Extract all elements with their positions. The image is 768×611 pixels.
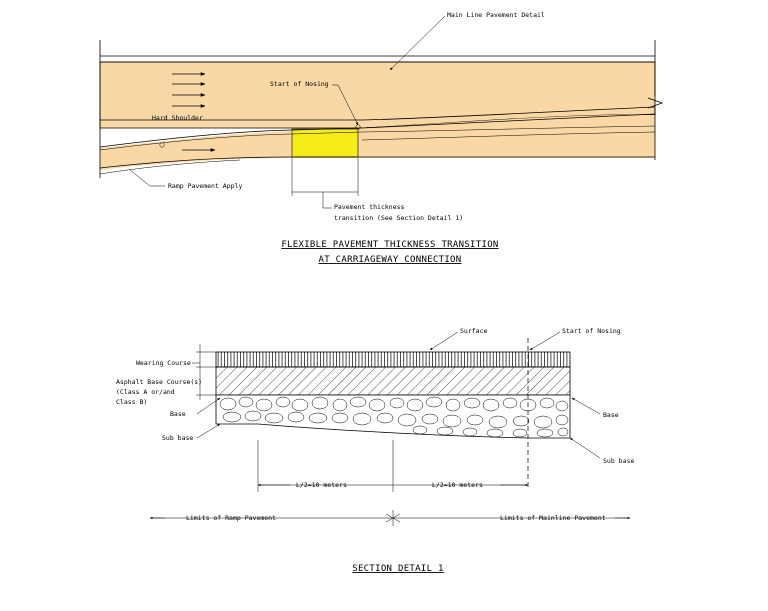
transition-label-1: Pavement thickness	[334, 203, 405, 211]
transition-label-2: transition (See Section Detail 1)	[334, 214, 463, 222]
wearing-course-layer	[215, 351, 571, 368]
main-line-label: Main Line Pavement Detail	[447, 11, 545, 19]
aggregate-stones	[219, 396, 569, 438]
section-nosing-label: Start of Nosing	[562, 327, 621, 335]
plan-title-1: FLEXIBLE PAVEMENT THICKNESS TRANSITION	[281, 240, 498, 250]
base-left-label: Base	[170, 410, 186, 418]
section-view: Surface Start of Nosing Wearing Course A…	[116, 327, 634, 574]
asphalt-label-1: Asphalt Base Course(s)	[116, 378, 202, 386]
plan-title-2: AT CARRIAGEWAY CONNECTION	[319, 255, 462, 265]
limits-ramp-label: Limits of Ramp Pavement	[186, 514, 276, 522]
plan-view: Main Line Pavement Detail Start of Nosin…	[99, 11, 664, 265]
traffic-arrows	[172, 72, 216, 152]
subbase-right-label: Sub base	[603, 457, 634, 465]
base-right-label: Base	[603, 411, 619, 419]
asphalt-label-3: Class B)	[116, 398, 147, 406]
section-title: SECTION DETAIL 1	[352, 564, 444, 574]
surface-label: Surface	[460, 327, 487, 335]
ramp-label: Ramp Pavement Apply	[168, 182, 242, 190]
subbase-left-label: Sub base	[162, 434, 193, 442]
asphalt-base-layer	[215, 366, 571, 396]
start-nosing-label: Start of Nosing	[270, 80, 329, 88]
limits-mainline-label: Limits of Mainline Pavement	[500, 514, 606, 522]
hard-shoulder-label: Hard Shoulder	[152, 114, 203, 122]
dim-right-label: L/2=10 meters	[432, 481, 483, 489]
dim-left-label: L/2=10 meters	[296, 481, 347, 489]
asphalt-label-2: (Class A or/and	[116, 388, 175, 396]
wearing-course-label: Wearing Course	[136, 359, 191, 367]
